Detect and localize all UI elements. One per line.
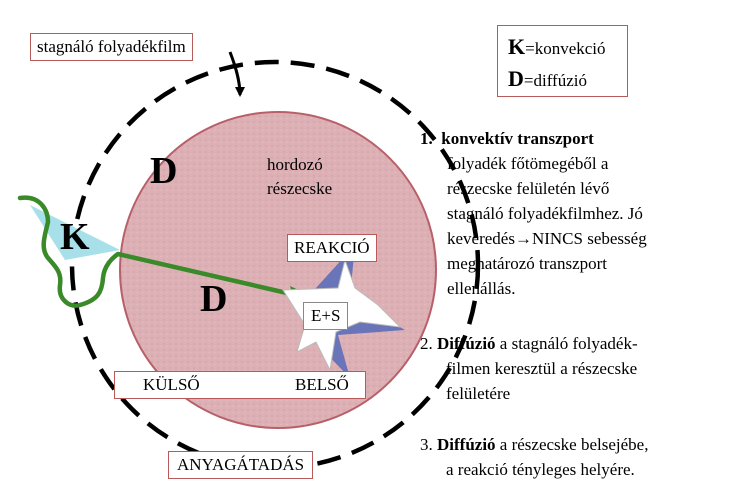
film-boundary [69,59,481,471]
es-label-text: E+S [311,306,341,325]
reaction-label: REAKCIÓ [287,234,377,262]
step-1-line: meghatározó transzport [447,254,608,273]
film-diffusion-symbol: D [150,150,178,192]
step-1-line: részecske felületén lévő [447,179,610,198]
outer-label: KÜLSŐ [143,375,200,394]
outer-inner-bar: KÜLSŐ BELSŐ [114,371,366,399]
step-1-title: konvektív transzport [441,129,594,148]
step-2-rest: a stagnáló folyadék- [495,334,638,353]
step-3-rest: a részecske belsejébe, [495,435,649,454]
legend-k-letter: K [508,34,526,59]
legend-box: K=konvekció D=diffúzió [497,25,628,97]
step-1-header: 1. konvektív transzport [420,126,647,151]
step-2: 2. Diffúzió a stagnáló folyadék- filmen … [420,331,638,406]
step-1-line: keveredés→NINCS sebesség [447,229,647,248]
step-3-number: 3. [420,435,433,454]
legend-k: K=konvekció [508,32,627,64]
pore-diffusion-symbol: D [200,278,228,320]
convection-wedge [30,205,120,260]
particle-label-line1: hordozó [267,155,323,174]
step-3-header: 3. Diffúzió a részecske belsejébe, [420,432,648,457]
step-2-title: Diffúzió [437,334,496,353]
film-pointer-arrow [228,51,245,97]
liquid-bulk-outline [17,195,121,308]
es-label: E+S [303,302,349,330]
film-label-text: stagnáló folyadékfilm [37,37,186,56]
step-1-line: ellenállás. [447,279,516,298]
step-2-line: filmen keresztül a részecske [446,359,638,378]
step-1: 1. konvektív transzport folyadék főtömeg… [420,126,647,301]
reaction-label-text: REAKCIÓ [294,238,370,257]
step-1-line: folyadék főtömegéből a [447,154,609,173]
step-3: 3. Diffúzió a részecske belsejébe, a rea… [420,432,648,482]
step-2-line: felületére [446,384,511,403]
legend-k-text: =konvekció [525,39,606,58]
step-2-header: 2. Diffúzió a stagnáló folyadék- [420,331,638,356]
film-label: stagnáló folyadékfilm [30,33,193,61]
step-1-number: 1. [420,129,433,148]
particle-label-line2: részecske [267,179,333,198]
legend-d-letter: D [508,66,524,91]
transport-arrow [117,251,301,299]
particle-label: hordozó részecske [267,153,332,201]
carrier-particle [119,111,437,429]
mass-transfer-text: ANYAGÁTADÁS [177,455,305,474]
convection-symbol: K [60,216,90,258]
mass-transfer-label: ANYAGÁTADÁS [168,451,314,479]
legend-d: D=diffúzió [508,64,627,96]
step-2-number: 2. [420,334,433,353]
step-3-line: a reakció tényleges helyére. [446,460,635,479]
step-3-title: Diffúzió [437,435,496,454]
inner-label: BELSŐ [295,375,349,394]
step-1-line: stagnáló folyadékfilmhez. Jó [447,204,643,223]
legend-d-text: =diffúzió [523,71,587,90]
